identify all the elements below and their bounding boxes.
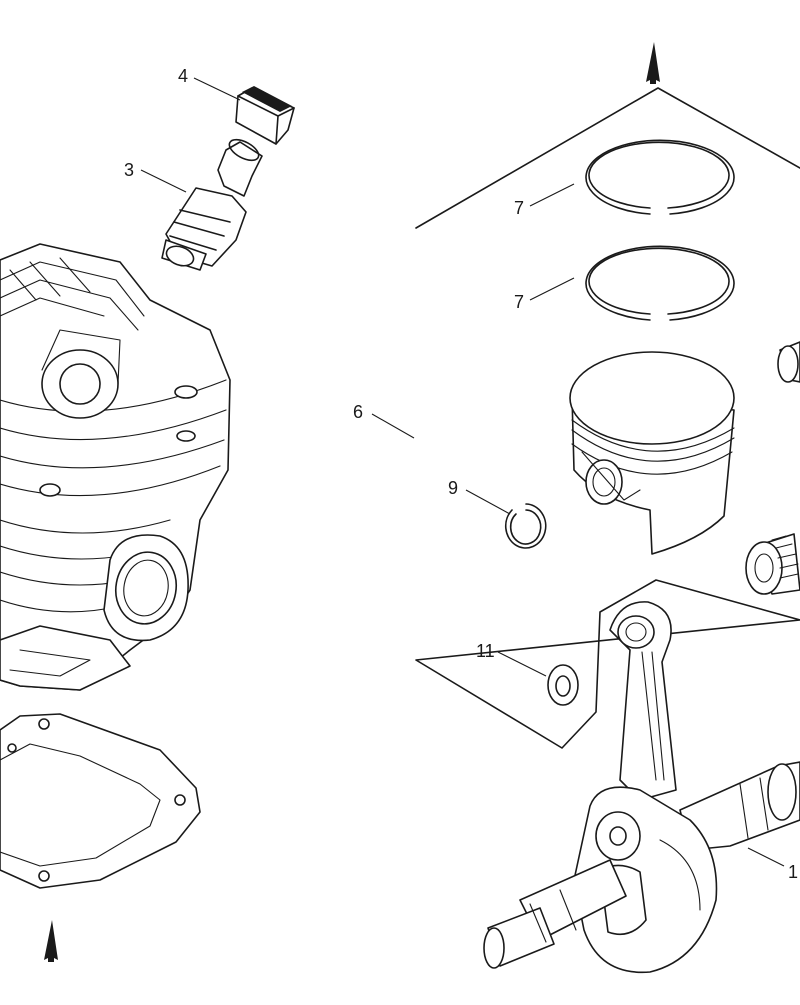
part-cap [235, 86, 295, 145]
callout-4: 4 [178, 66, 188, 86]
direction-arrow-icon [646, 42, 660, 84]
callout-6: 6 [353, 402, 363, 422]
part-circlip [504, 503, 547, 549]
part-washer [547, 664, 579, 706]
callout-11: 11 [476, 641, 495, 661]
part-crankshaft [483, 601, 800, 974]
callout-3: 3 [124, 160, 134, 180]
callout-7-lower: 7 [514, 292, 524, 312]
part-decompression-valve [161, 138, 263, 271]
part-piston [569, 351, 735, 555]
leader-lines [140, 77, 785, 867]
part-bearing-lower [745, 533, 800, 595]
callout-7-upper: 7 [514, 198, 524, 218]
part-bearing-upper [777, 341, 800, 383]
part-cylinder [0, 243, 231, 691]
part-piston-ring-upper [585, 139, 735, 215]
direction-arrow-icon [44, 920, 58, 962]
callout-9: 9 [448, 478, 458, 498]
callout-1: 1 [788, 862, 798, 882]
part-gasket [0, 713, 201, 889]
kit-outline [415, 87, 800, 749]
part-piston-ring-lower [585, 245, 735, 321]
